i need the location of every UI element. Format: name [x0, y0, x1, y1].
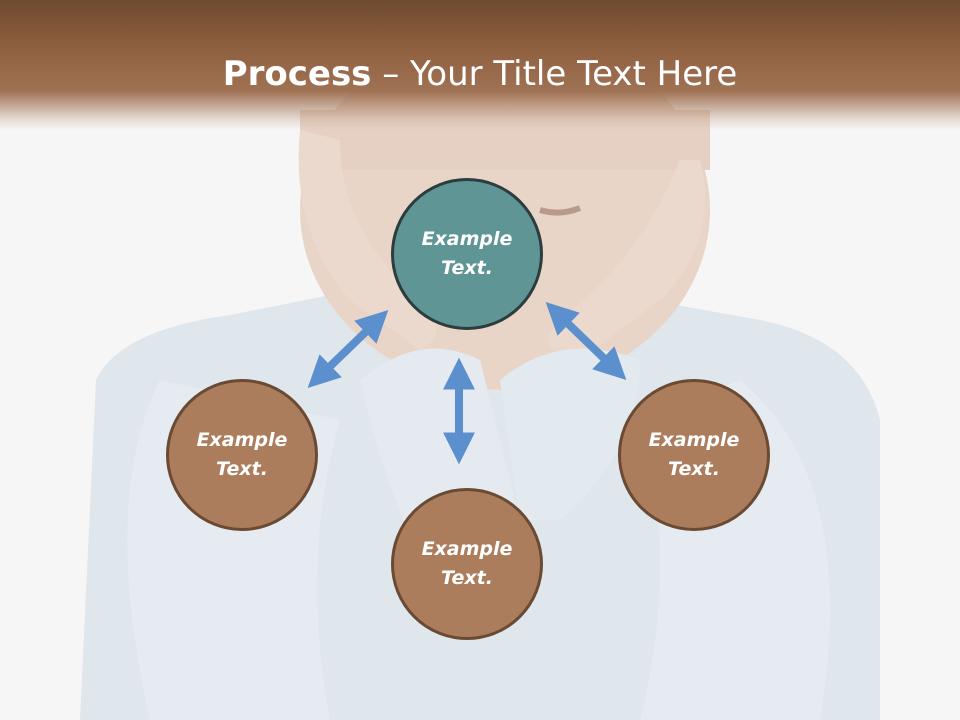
node-top-label: Example Text. — [421, 228, 513, 279]
title-bar — [0, 0, 960, 130]
arrow-top-left — [307, 309, 389, 389]
node-bottom: Example Text. — [391, 488, 543, 640]
slide-title-bold: Process — [222, 54, 372, 94]
node-left: Example Text. — [166, 379, 318, 531]
node-top: Example Text. — [391, 178, 543, 330]
slide-title: Process – Your Title Text Here — [0, 52, 960, 96]
node-right-label: Example Text. — [648, 429, 740, 480]
slide-title-rest: – Your Title Text Here — [371, 54, 738, 94]
arrow-top-right — [545, 301, 627, 381]
node-right: Example Text. — [618, 379, 770, 531]
node-left-label: Example Text. — [196, 429, 288, 480]
node-bottom-label: Example Text. — [421, 538, 513, 589]
